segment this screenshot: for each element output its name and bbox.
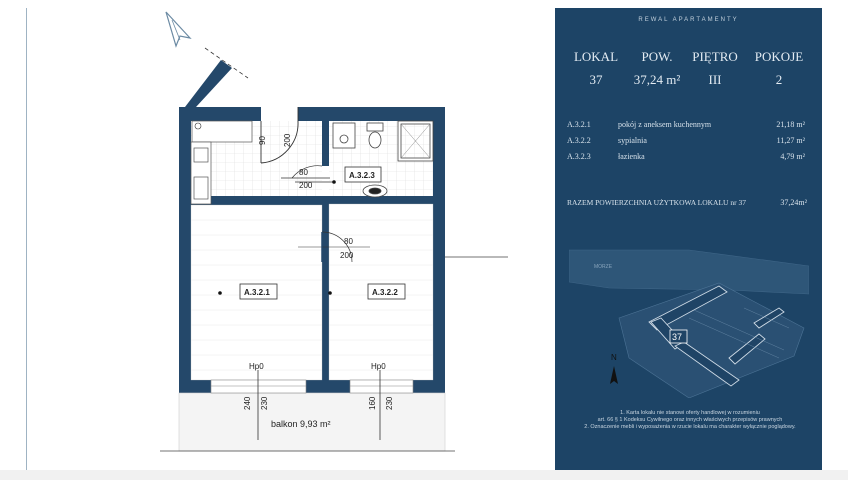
- parking-lines: [688, 307, 790, 359]
- total-label: RAZEM POWIERZCHNIA UŻYTKOWA LOKALU nr 37: [567, 198, 746, 207]
- dim-230-right: 230: [385, 396, 394, 410]
- room-row: A.3.2.3 łazienka 4,79 m²: [555, 152, 822, 164]
- dim-200-bedroom: 200: [340, 251, 354, 260]
- dim-160: 160: [368, 396, 377, 410]
- room-area: 4,79 m²: [780, 152, 805, 161]
- room-area: 21,18 m²: [776, 120, 805, 129]
- value-pow: 37,24 m²: [633, 72, 681, 87]
- sheet: 90 200 80 200 80 200 240 230 160 230 Hp0…: [0, 0, 848, 470]
- plot-outline: [618, 282, 805, 398]
- floor-plan: 90 200 80 200 80 200 240 230 160 230 Hp0…: [160, 11, 508, 452]
- note-line: art. 66 § 1 Kodeksu Cywilnego oraz innyc…: [597, 417, 783, 423]
- road-label: MORZE: [594, 264, 613, 270]
- brand-name: REWAL APARTAMENTY: [638, 17, 739, 23]
- header-pokoje: POKOJE: [754, 49, 804, 64]
- note-line: 1. Karta lokalu nie stanowi oferty handl…: [620, 410, 760, 416]
- window-label-right: Hp0: [371, 362, 386, 371]
- total-area-row: RAZEM POWIERZCHNIA UŻYTKOWA LOKALU nr 37…: [567, 198, 807, 207]
- dimension-lines: [281, 177, 333, 183]
- floor-boards: [191, 219, 433, 371]
- dim-200-bath: 200: [299, 181, 313, 190]
- unit-marker: 37: [672, 332, 682, 342]
- north-arrow-icon: [165, 11, 192, 48]
- road-area: [569, 249, 809, 295]
- info-panel: REWAL APARTAMENTY LOKAL POW. PIĘTRO POKO…: [555, 8, 822, 470]
- balcony-label: balkon 9,93 m²: [271, 419, 331, 429]
- dim-80-bedroom: 80: [344, 237, 353, 246]
- north-label: N: [611, 353, 617, 362]
- site-map: MORZE 37 N: [569, 249, 809, 398]
- value-pietro: III: [708, 72, 722, 87]
- room-code: A.3.2.1: [567, 120, 591, 129]
- room-name: pokój z aneksem kuchennym: [618, 120, 712, 129]
- room-tag-a322: A.3.2.2: [372, 288, 398, 297]
- header-pow: POW.: [641, 49, 673, 64]
- value-lokal: 37: [589, 72, 603, 87]
- room-code: A.3.2.2: [567, 136, 591, 145]
- door-swing-line: [204, 47, 249, 79]
- balcony: [160, 256, 508, 452]
- dim-200-door: 200: [283, 133, 292, 147]
- room-code: A.3.2.3: [567, 152, 591, 161]
- room-name: sypialnia: [618, 136, 647, 145]
- dimension-dot: [328, 291, 332, 295]
- note-line: 2. Oznaczenie mebli i wyposażenia w rzuc…: [584, 424, 796, 430]
- dim-80-bath: 80: [299, 168, 308, 177]
- dimension-dot: [332, 180, 336, 184]
- dimension-dot: [218, 291, 222, 295]
- doors: [260, 107, 370, 263]
- header-pietro: PIĘTRO: [692, 49, 738, 64]
- window-label-left: Hp0: [249, 362, 264, 371]
- bathroom-fixtures: [332, 120, 434, 198]
- dim-240: 240: [243, 396, 252, 410]
- header-lokal: LOKAL: [573, 49, 619, 64]
- north-compass-icon: [610, 366, 618, 384]
- room-tag-a323: A.3.2.3: [349, 171, 375, 180]
- windows: [210, 379, 414, 394]
- room-row: A.3.2.2 sypialnia 11,27 m²: [555, 136, 822, 148]
- room-row: A.3.2.1 pokój z aneksem kuchennym 21,18 …: [555, 120, 822, 132]
- room-floors: [190, 203, 434, 381]
- walls: [179, 60, 445, 393]
- total-area: 37,24m²: [780, 198, 807, 207]
- room-tag-a321: A.3.2.1: [244, 288, 270, 297]
- margin-line: [26, 8, 27, 470]
- room-name: łazienka: [618, 152, 645, 161]
- value-pokoje: 2: [775, 72, 783, 87]
- dim-90: 90: [258, 136, 267, 145]
- kitchen-counter: [190, 141, 212, 205]
- room-area: 11,27 m²: [776, 136, 805, 145]
- dim-230-left: 230: [260, 396, 269, 410]
- footnotes: 1. Karta lokalu nie stanowi oferty handl…: [569, 410, 811, 431]
- unit-marker-box: [669, 329, 688, 344]
